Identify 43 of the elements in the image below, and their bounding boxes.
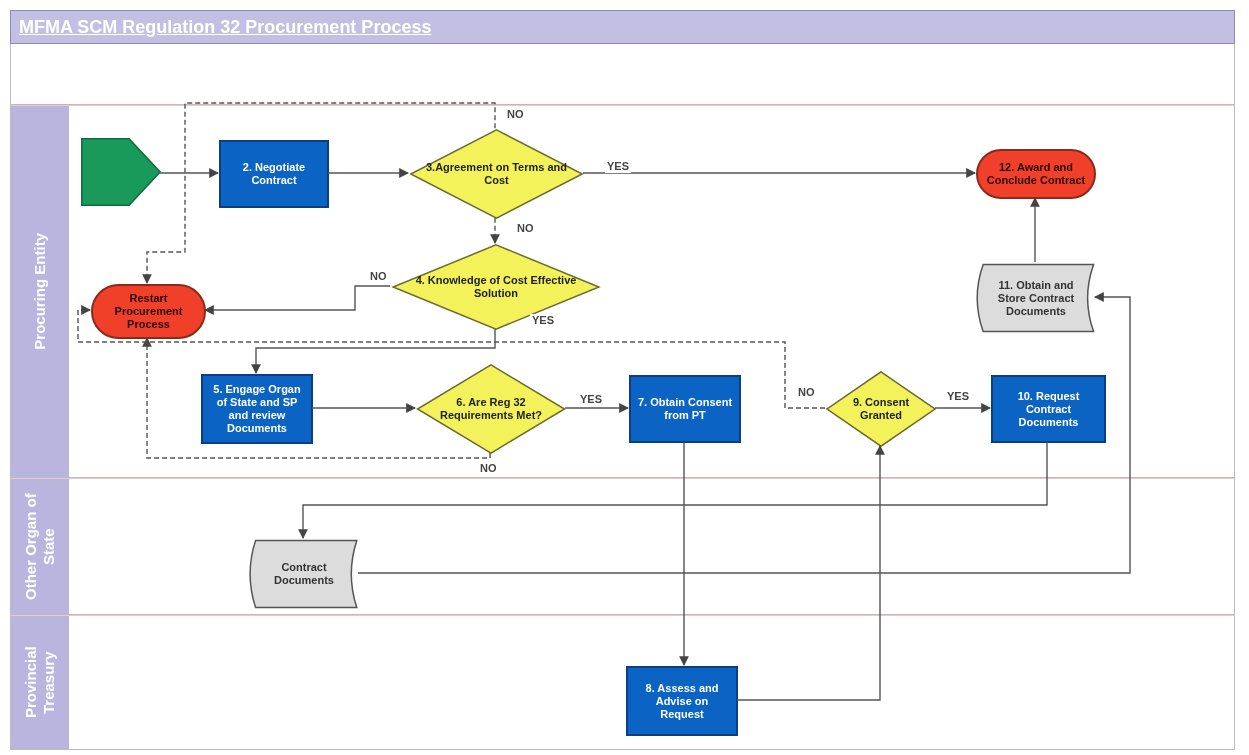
arrow <box>1030 197 1040 263</box>
lane-label: Other Organ of State <box>22 492 58 602</box>
process-box: 8. Assess and Advise on Request <box>626 666 738 736</box>
process-box: 10. Request Contract Documents <box>991 375 1106 443</box>
edge-label: NO <box>796 386 817 399</box>
arrow <box>934 403 991 413</box>
lane-label: Procuring Entity <box>31 233 49 350</box>
lane-label: Provincial Treasury <box>22 645 58 721</box>
arrow <box>159 168 219 178</box>
decision-diamond: 6. Are Reg 32 Requirements Met? <box>416 364 566 454</box>
process-box: 7. Obtain Consent from PT <box>629 375 741 443</box>
arrow <box>204 285 391 315</box>
arrow <box>564 403 629 413</box>
swimlane <box>10 478 1235 615</box>
edge-label: YES <box>945 390 971 403</box>
terminator-shape: Restart Procurement Process <box>91 284 206 339</box>
edge-label: YES <box>530 314 556 327</box>
arrow <box>490 217 500 244</box>
arrow <box>142 102 496 284</box>
process-box: 2. Negotiate Contract <box>219 140 329 208</box>
swimlane <box>10 105 1235 478</box>
edge-label: NO <box>505 108 526 121</box>
decision-diamond: 3.Agreement on Terms and Cost <box>409 129 584 219</box>
document-shape: Contract Documents <box>249 539 359 609</box>
process-box: 5. Engage Organ of State and SP and review Documents <box>201 374 313 444</box>
edge-label: YES <box>578 393 604 406</box>
edge-label: YES <box>605 160 631 173</box>
arrow <box>142 337 491 459</box>
arrow <box>298 441 1048 539</box>
arrow <box>77 305 826 409</box>
terminator-shape: 12. Award and Conclude Contract <box>976 149 1096 199</box>
diagram-title: MFMA SCM Regulation 32 Procurement Process <box>10 10 1235 44</box>
edge-label: NO <box>515 222 536 235</box>
pentagon-shape <box>81 138 161 206</box>
decision-diamond: 9. Consent Granted <box>826 371 936 447</box>
edge-label: NO <box>478 462 499 475</box>
edge-label: NO <box>368 270 389 283</box>
arrow <box>582 168 976 178</box>
arrow <box>679 441 689 666</box>
swimlane <box>10 615 1235 750</box>
document-shape: 11. Obtain and Store Contract Documents <box>976 263 1096 333</box>
arrow <box>251 328 496 374</box>
arrow <box>357 292 1131 574</box>
